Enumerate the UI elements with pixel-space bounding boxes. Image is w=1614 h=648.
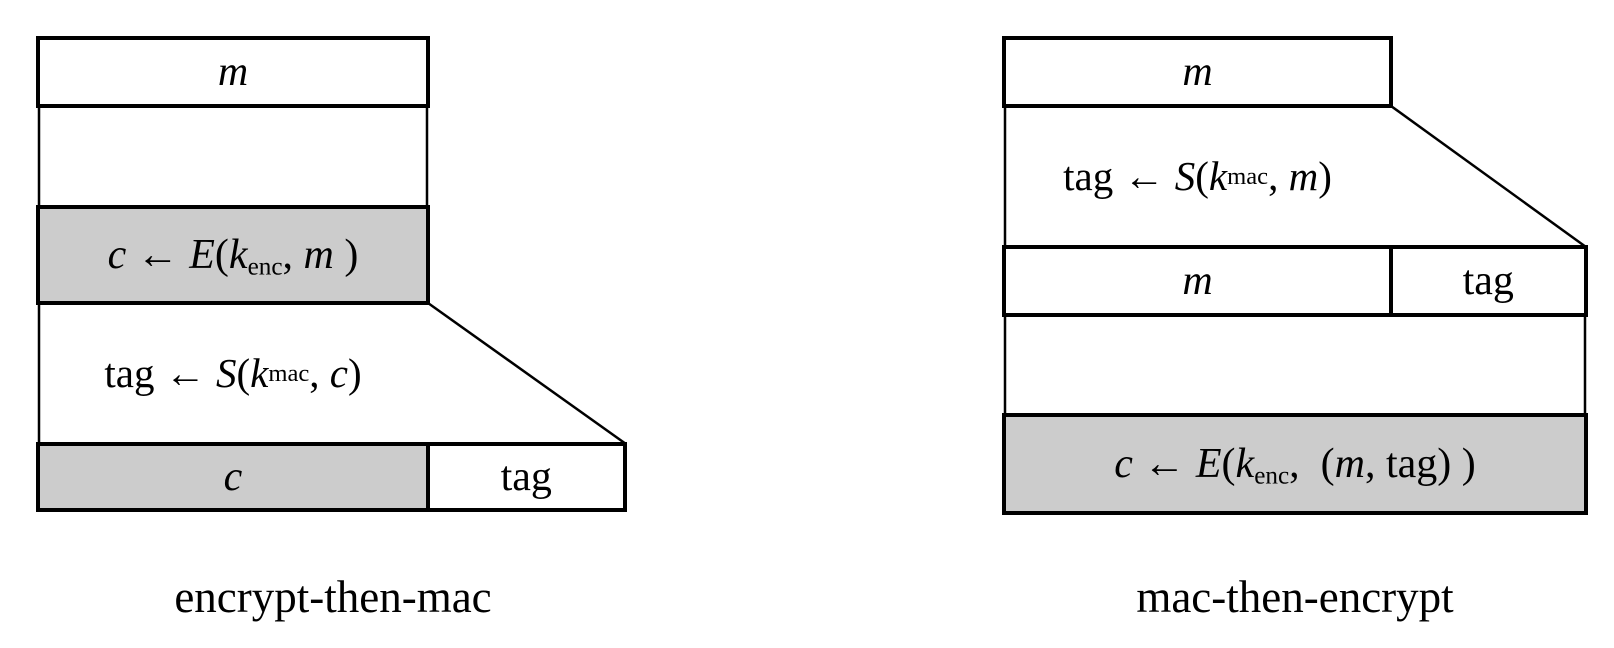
etm-output-tag-label: tag <box>500 454 552 500</box>
mte-mid-tag-box: tag <box>1388 245 1588 317</box>
etm-diagonal-line <box>427 301 627 446</box>
enc-key-subscript: enc <box>247 253 283 281</box>
etm-output-ciphertext-box: c <box>36 442 430 512</box>
left-arrow-glyph: ← <box>1132 441 1196 487</box>
etm-encrypt-formula: c ← E(kenc, m ) <box>107 232 359 281</box>
left-arrow-glyph: ← <box>1113 153 1175 199</box>
mte-diagonal-line <box>1390 104 1587 249</box>
mte-caption: mac-then-encrypt <box>1136 572 1454 622</box>
mte-encrypt-box: c ← E(kenc, (m, tag) ) <box>1002 413 1588 515</box>
mte-encrypt-formula: c ← E(kenc, (m, tag) ) <box>1114 441 1476 490</box>
etm-message-box: m <box>36 36 430 108</box>
etm-caption: encrypt-then-mac <box>174 572 492 622</box>
left-arrow-glyph: ← <box>126 232 190 278</box>
etm-message-label: m <box>217 49 249 95</box>
enc-key-subscript: enc <box>1254 462 1290 490</box>
mte-mid-message-box: m <box>1002 245 1393 317</box>
left-arrow-glyph: ← <box>154 350 216 396</box>
mte-message-box: m <box>1002 36 1393 108</box>
etm-output-ciphertext-label: c <box>223 454 243 500</box>
mte-mid-tag-label: tag <box>1462 258 1514 304</box>
etm-encrypt-box: c ← E(kenc, m ) <box>36 205 430 305</box>
mte-message-label: m <box>1182 49 1213 95</box>
etm-output-tag-box: tag <box>425 442 627 512</box>
mte-mid-message-label: m <box>1182 258 1213 304</box>
